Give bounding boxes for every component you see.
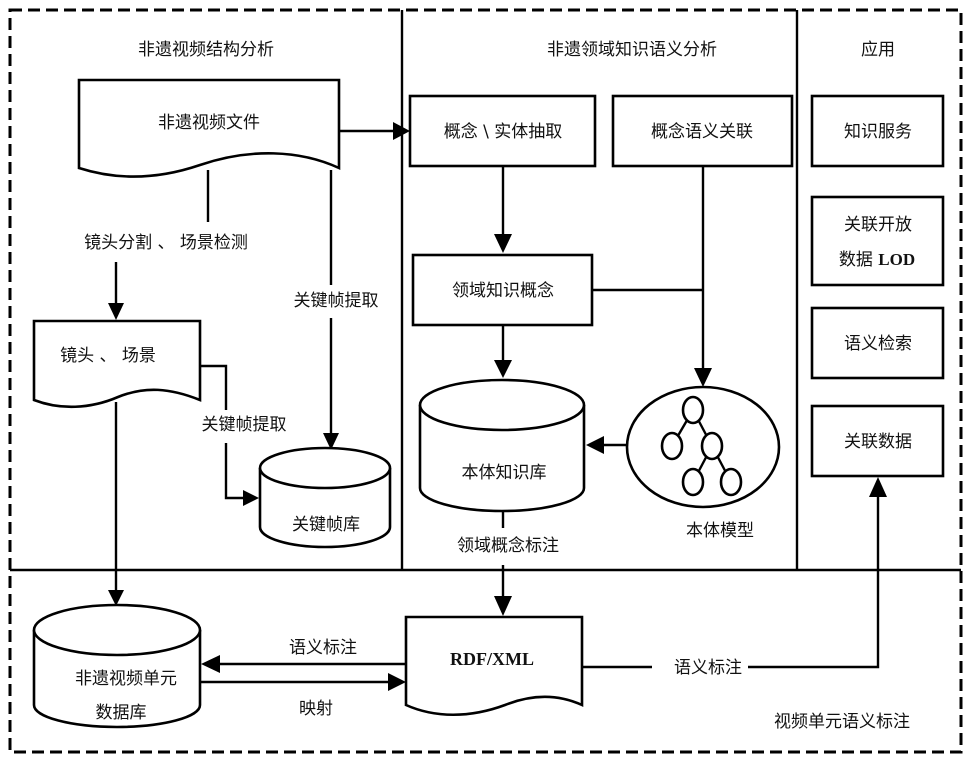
knowledge-service-node[interactable]: 知识服务 bbox=[810, 94, 945, 168]
lod-label-en: LOD bbox=[878, 250, 915, 269]
video-file-node[interactable]: 非遗视频文件 bbox=[77, 78, 341, 178]
concept-relation-label: 概念语义关联 bbox=[651, 121, 753, 142]
linked-data-label: 关联数据 bbox=[844, 432, 912, 452]
arrow-head bbox=[323, 433, 339, 450]
edge-shots-to-keyframe bbox=[201, 364, 228, 410]
linked-data-node[interactable]: 关联数据 bbox=[810, 404, 945, 478]
section-title-application: 应用 bbox=[861, 40, 895, 60]
edge-label-domain-concept-annotation: 领域概念标注 bbox=[457, 535, 559, 556]
ontology-model-node[interactable] bbox=[625, 385, 781, 509]
shot-scene-node[interactable]: 镜头 、 场景 bbox=[32, 319, 202, 409]
arrow-head bbox=[586, 436, 604, 454]
unit-db-label-line2: 数据库 bbox=[96, 703, 147, 723]
edge-shots-to-keyframe-2 bbox=[224, 443, 245, 500]
ontology-model-label: 本体模型 bbox=[686, 521, 754, 541]
shot-scene-label: 镜头 、 场景 bbox=[60, 346, 156, 366]
arrow-head bbox=[393, 122, 410, 140]
arrow-head bbox=[108, 590, 124, 606]
arrow-head bbox=[869, 477, 887, 497]
lod-label-line1: 关联开放 bbox=[844, 215, 912, 235]
rdf-xml-node[interactable]: RDF/XML bbox=[404, 615, 584, 716]
arrow-head bbox=[494, 360, 512, 378]
knowledge-service-label: 知识服务 bbox=[844, 122, 912, 142]
section-title-annotation: 视频单元语义标注 bbox=[774, 712, 910, 732]
arrow-head bbox=[201, 655, 220, 673]
domain-concept-node[interactable]: 领域知识概念 bbox=[411, 253, 594, 327]
arrow-head bbox=[243, 490, 259, 506]
domain-concept-label: 领域知识概念 bbox=[452, 280, 554, 301]
outer-frame bbox=[8, 8, 963, 754]
keyframe-db-node[interactable]: 关键帧库 bbox=[258, 446, 392, 549]
rdf-xml-label: RDF/XML bbox=[450, 649, 534, 669]
lod-label-cn: 数据 bbox=[839, 250, 878, 270]
edge-label-mapping: 映射 bbox=[299, 699, 333, 719]
lod-node[interactable]: 关联开放 数据 LOD bbox=[810, 195, 945, 287]
unit-db-node[interactable]: 非遗视频单元 数据库 bbox=[32, 603, 202, 729]
edge-label-semantic-annotation-right: 语义标注 bbox=[674, 658, 742, 678]
keyframe-db-label: 关键帧库 bbox=[292, 515, 360, 535]
semantic-search-node[interactable]: 语义检索 bbox=[810, 306, 945, 380]
section-title-domain-semantic: 非遗领域知识语义分析 bbox=[547, 40, 717, 60]
video-file-label: 非遗视频文件 bbox=[158, 113, 260, 133]
arrow-head bbox=[388, 673, 406, 691]
edge-label-keyframe-extract-2: 关键帧提取 bbox=[202, 415, 287, 435]
arrow-head bbox=[494, 234, 512, 253]
unit-db-label-line1: 非遗视频单元 bbox=[75, 669, 177, 689]
ontology-kb-label: 本体知识库 bbox=[462, 463, 547, 483]
section-title-video-structure: 非遗视频结构分析 bbox=[138, 40, 274, 60]
concept-relation-node[interactable]: 概念语义关联 bbox=[611, 94, 794, 168]
edge-label-to-linked-data bbox=[748, 495, 880, 669]
tree-icon bbox=[660, 395, 743, 497]
semantic-search-label: 语义检索 bbox=[844, 334, 912, 354]
edge-label-semantic-annotation-left: 语义标注 bbox=[289, 638, 357, 658]
edge-label-keyframe-extract-1: 关键帧提取 bbox=[294, 291, 379, 311]
concept-extract-node[interactable]: 概念 \ 实体抽取 bbox=[408, 94, 597, 168]
concept-extract-label: 概念 \ 实体抽取 bbox=[444, 121, 563, 142]
arrow-head bbox=[494, 596, 512, 616]
edge-label-shot-segmentation: 镜头分割 、 场景检测 bbox=[84, 233, 248, 253]
ontology-kb-node[interactable]: 本体知识库 bbox=[418, 378, 586, 513]
arrow-head bbox=[694, 368, 712, 387]
arrow-head bbox=[108, 303, 124, 320]
lod-label-line2: 数据 LOD bbox=[839, 250, 915, 270]
